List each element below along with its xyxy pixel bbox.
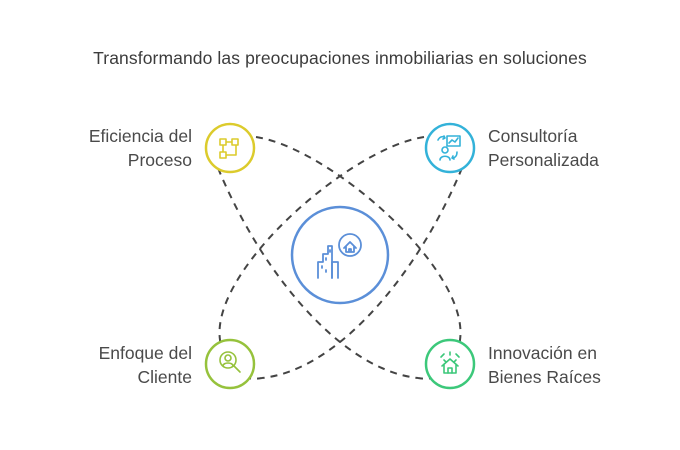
node-ring-innovacion	[424, 338, 476, 390]
node-ring-consultoria	[424, 122, 476, 174]
node-label-line: Personalizada	[488, 150, 599, 170]
house-innovation-icon	[440, 351, 460, 374]
customer-search-icon	[219, 351, 241, 373]
node-label-consultoria: Consultoría Personalizada	[488, 124, 599, 172]
node-label-line: Proceso	[127, 150, 192, 170]
connector-consultoria-enfoque	[218, 136, 425, 380]
process-flow-icon	[219, 138, 239, 159]
node-label-line: Cliente	[137, 367, 192, 387]
connector-eficiencia-innovacion	[255, 136, 462, 380]
node-label-enfoque: Enfoque del Cliente	[99, 341, 192, 389]
connector-eficiencia-innovacion-inner	[217, 167, 419, 379]
connector-consultoria-enfoque-inner	[261, 167, 463, 379]
consultant-presentation-icon	[437, 135, 461, 161]
node-label-line: Innovación en	[488, 343, 597, 363]
node-eficiencia	[204, 122, 256, 174]
house-city-icon	[317, 233, 362, 279]
connector-lines	[217, 136, 463, 380]
node-label-eficiencia: Eficiencia del Proceso	[89, 124, 192, 172]
node-consultoria	[424, 122, 476, 174]
node-innovacion	[424, 338, 476, 390]
node-label-line: Consultoría	[488, 126, 578, 146]
node-ring-enfoque	[204, 338, 256, 390]
node-enfoque	[204, 338, 256, 390]
node-label-line: Bienes Raíces	[488, 367, 601, 387]
node-label-line: Eficiencia del	[88, 126, 192, 146]
node-label-innovacion: Innovación en Bienes Raíces	[488, 341, 601, 389]
node-label-line: Enfoque del	[98, 343, 192, 363]
node-ring-eficiencia	[204, 122, 256, 174]
center-ring	[290, 205, 390, 305]
diagram-title: Transformando las preocupaciones inmobil…	[93, 48, 587, 68]
center-hub	[290, 205, 390, 305]
